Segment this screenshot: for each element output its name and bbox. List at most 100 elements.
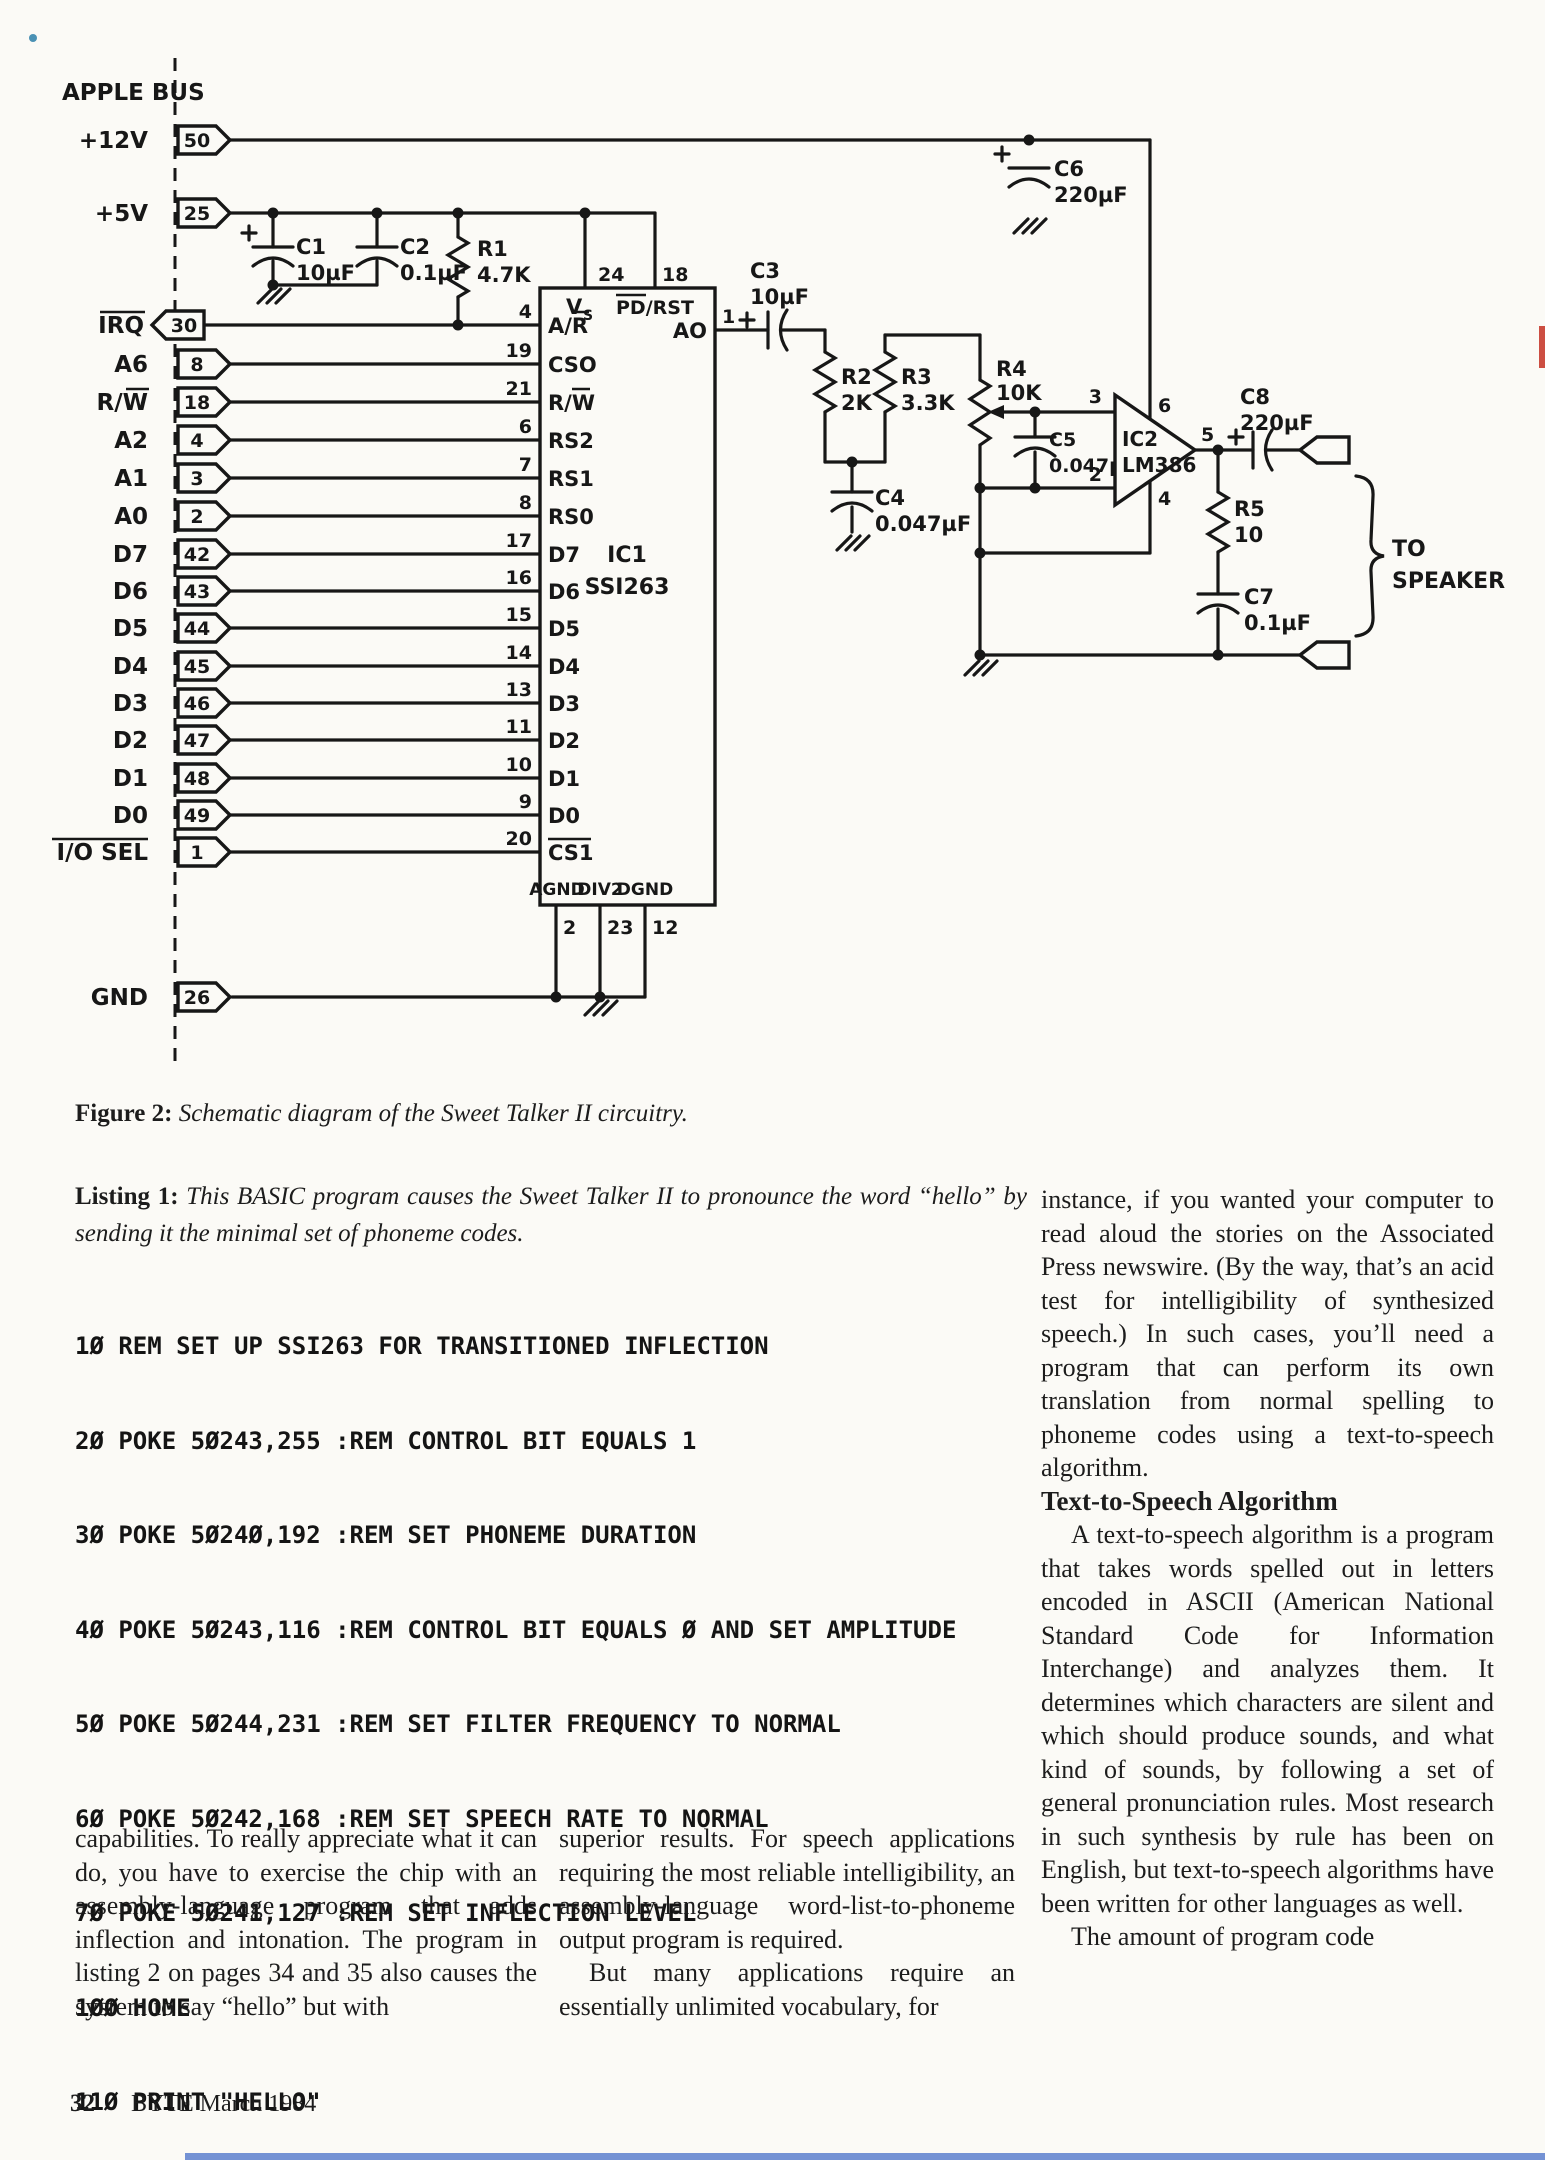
value: 10µF <box>750 285 809 309</box>
pin-num: 6 <box>519 416 532 438</box>
bus-tag-d2: 47 D2 <box>113 724 233 756</box>
pin-num: 9 <box>519 791 532 813</box>
value: 220µF <box>1240 411 1314 435</box>
bus-tag-a6: 8 A6 <box>114 348 233 380</box>
figure-caption-text: Schematic diagram of the Sweet Talker II… <box>178 1100 688 1127</box>
bus-tag-a0: 2 A0 <box>114 500 233 532</box>
bus-label: D1 <box>113 766 148 792</box>
resistor-r5: R5 10 <box>1204 490 1265 554</box>
value: 10K <box>996 381 1042 405</box>
bus-tag-d1: 48 D1 <box>113 762 233 794</box>
listing-line: 6Ø POKE 5Ø242,168 :REM SET SPEECH RATE T… <box>75 1804 769 1833</box>
potentiometer-r4: R4 10K <box>967 357 1042 447</box>
listing-line: 3Ø POKE 5Ø24Ø,192 :REM SET PHONEME DURAT… <box>75 1521 697 1549</box>
resistor-r2: R2 2K <box>811 350 873 415</box>
listing-caption-text: This BASIC program causes the Sweet Talk… <box>75 1183 1027 1247</box>
pin-name: CSO <box>548 353 597 377</box>
bus-pin: 8 <box>190 354 203 376</box>
bus-tag-a2: 4 A2 <box>114 424 233 456</box>
page-footer: 32 BYTE March 1984 <box>70 2090 316 2118</box>
pin-name: RS0 <box>548 505 594 529</box>
bus-label: D7 <box>113 542 148 568</box>
bus-label: D0 <box>113 803 148 829</box>
bus-tag-d0: 49 D0 <box>113 799 233 831</box>
bus-pin: 43 <box>184 581 210 603</box>
bus-pin: 50 <box>184 130 210 152</box>
pin-num: 10 <box>506 754 532 776</box>
pin-num: 19 <box>506 340 532 362</box>
resistor-r3: R3 3.3K <box>871 350 955 415</box>
to-speaker-label: TO <box>1392 537 1426 562</box>
bus-tag-rw: 18 R/W <box>97 386 233 418</box>
bus-tag-d7: 42 D7 <box>113 538 233 570</box>
bus-pin: 2 <box>190 506 203 528</box>
capacitor-c1: C1 10µF <box>240 224 355 285</box>
basic-listing: 1Ø REM SET UP SSI263 FOR TRANSITIONED IN… <box>75 1268 956 2160</box>
bus-tag-iosel: 1 I/O SEL <box>52 836 233 868</box>
ref: R1 <box>477 237 508 261</box>
bus-pin: 18 <box>184 392 210 414</box>
pin-num: 17 <box>506 530 532 552</box>
pin-num: 20 <box>506 828 532 850</box>
ref: C8 <box>1240 385 1270 409</box>
pin-num: 12 <box>652 917 678 939</box>
bus-pin: 49 <box>184 805 210 827</box>
pin-name: R/W <box>548 391 595 415</box>
value: 10 <box>1234 523 1263 547</box>
page-number: 32 <box>70 2090 95 2117</box>
resistor-r1: R1 4.7K <box>444 235 531 299</box>
speaker-terminal-top <box>1297 435 1351 465</box>
bus-label: D6 <box>113 579 148 605</box>
ref: R4 <box>996 357 1027 381</box>
value: LM386 <box>1122 453 1196 477</box>
ref: C1 <box>296 235 326 259</box>
ref: C6 <box>1054 157 1084 181</box>
ref: C5 <box>1049 429 1076 451</box>
scan-artifact-strip <box>185 2153 1545 2160</box>
bus-pin: 48 <box>184 768 210 790</box>
wire-layer <box>202 138 1302 999</box>
ref: IC2 <box>1122 427 1158 451</box>
pin-num: 13 <box>506 679 532 701</box>
value: 220µF <box>1054 183 1128 207</box>
opamp-ic2-lm386: IC2 LM386 3 2 6 4 5 <box>1089 386 1214 510</box>
capacitor-c2: C2 0.1µF <box>355 235 467 285</box>
capacitor-c8: C8 220µF <box>1227 385 1314 472</box>
bus-tag-5v: 25 +5V <box>95 197 233 229</box>
ref: R3 <box>901 365 932 389</box>
paragraph: capabilities. To really appreciate what … <box>75 1824 537 2021</box>
bus-pin: 3 <box>190 468 203 490</box>
bus-label: IRQ <box>98 313 144 339</box>
pin-num: 6 <box>1158 395 1171 417</box>
pin-name-vs: V <box>566 295 583 319</box>
pin-name: AO <box>673 319 707 343</box>
pin-num: 24 <box>598 264 624 286</box>
bus-pin: 46 <box>184 693 210 715</box>
bus-tag-irq: 30 IRQ <box>98 309 206 341</box>
ref: C4 <box>875 486 905 510</box>
pin-num: 5 <box>1201 424 1214 446</box>
bus-label: D3 <box>113 691 148 717</box>
pin-name: A/R <box>548 314 588 338</box>
value: 0.1µF <box>1244 611 1311 635</box>
ref: C2 <box>400 235 430 259</box>
paragraph: The amount of program code <box>1071 1922 1375 1951</box>
pin-num: 2 <box>1089 464 1102 486</box>
listing-line: 4Ø POKE 5Ø243,116 :REM CONTROL BIT EQUAL… <box>75 1615 957 1644</box>
bus-pin: 44 <box>184 618 210 640</box>
pin-num: 3 <box>1089 386 1102 408</box>
value: 3.3K <box>901 391 955 415</box>
schematic-figure: APPLE BUS <box>52 58 1505 1062</box>
footer-text: BYTE March 1984 <box>131 2091 317 2117</box>
bus-label: +12V <box>79 128 148 154</box>
column-middle: superior results. For speech application… <box>559 1822 1015 2023</box>
pin-num: 15 <box>506 604 532 626</box>
pin-num: 2 <box>563 917 576 939</box>
listing-line: 7Ø POKE 5Ø241,127 :REM SET INFLECTION LE… <box>75 1899 697 1927</box>
ref: C3 <box>750 259 780 283</box>
sweet-talker-schematic: APPLE BUS <box>52 58 1505 1062</box>
scan-artifact-sliver <box>1539 326 1545 368</box>
to-speaker-label: SPEAKER <box>1392 569 1505 594</box>
pin-num: 11 <box>506 716 532 738</box>
